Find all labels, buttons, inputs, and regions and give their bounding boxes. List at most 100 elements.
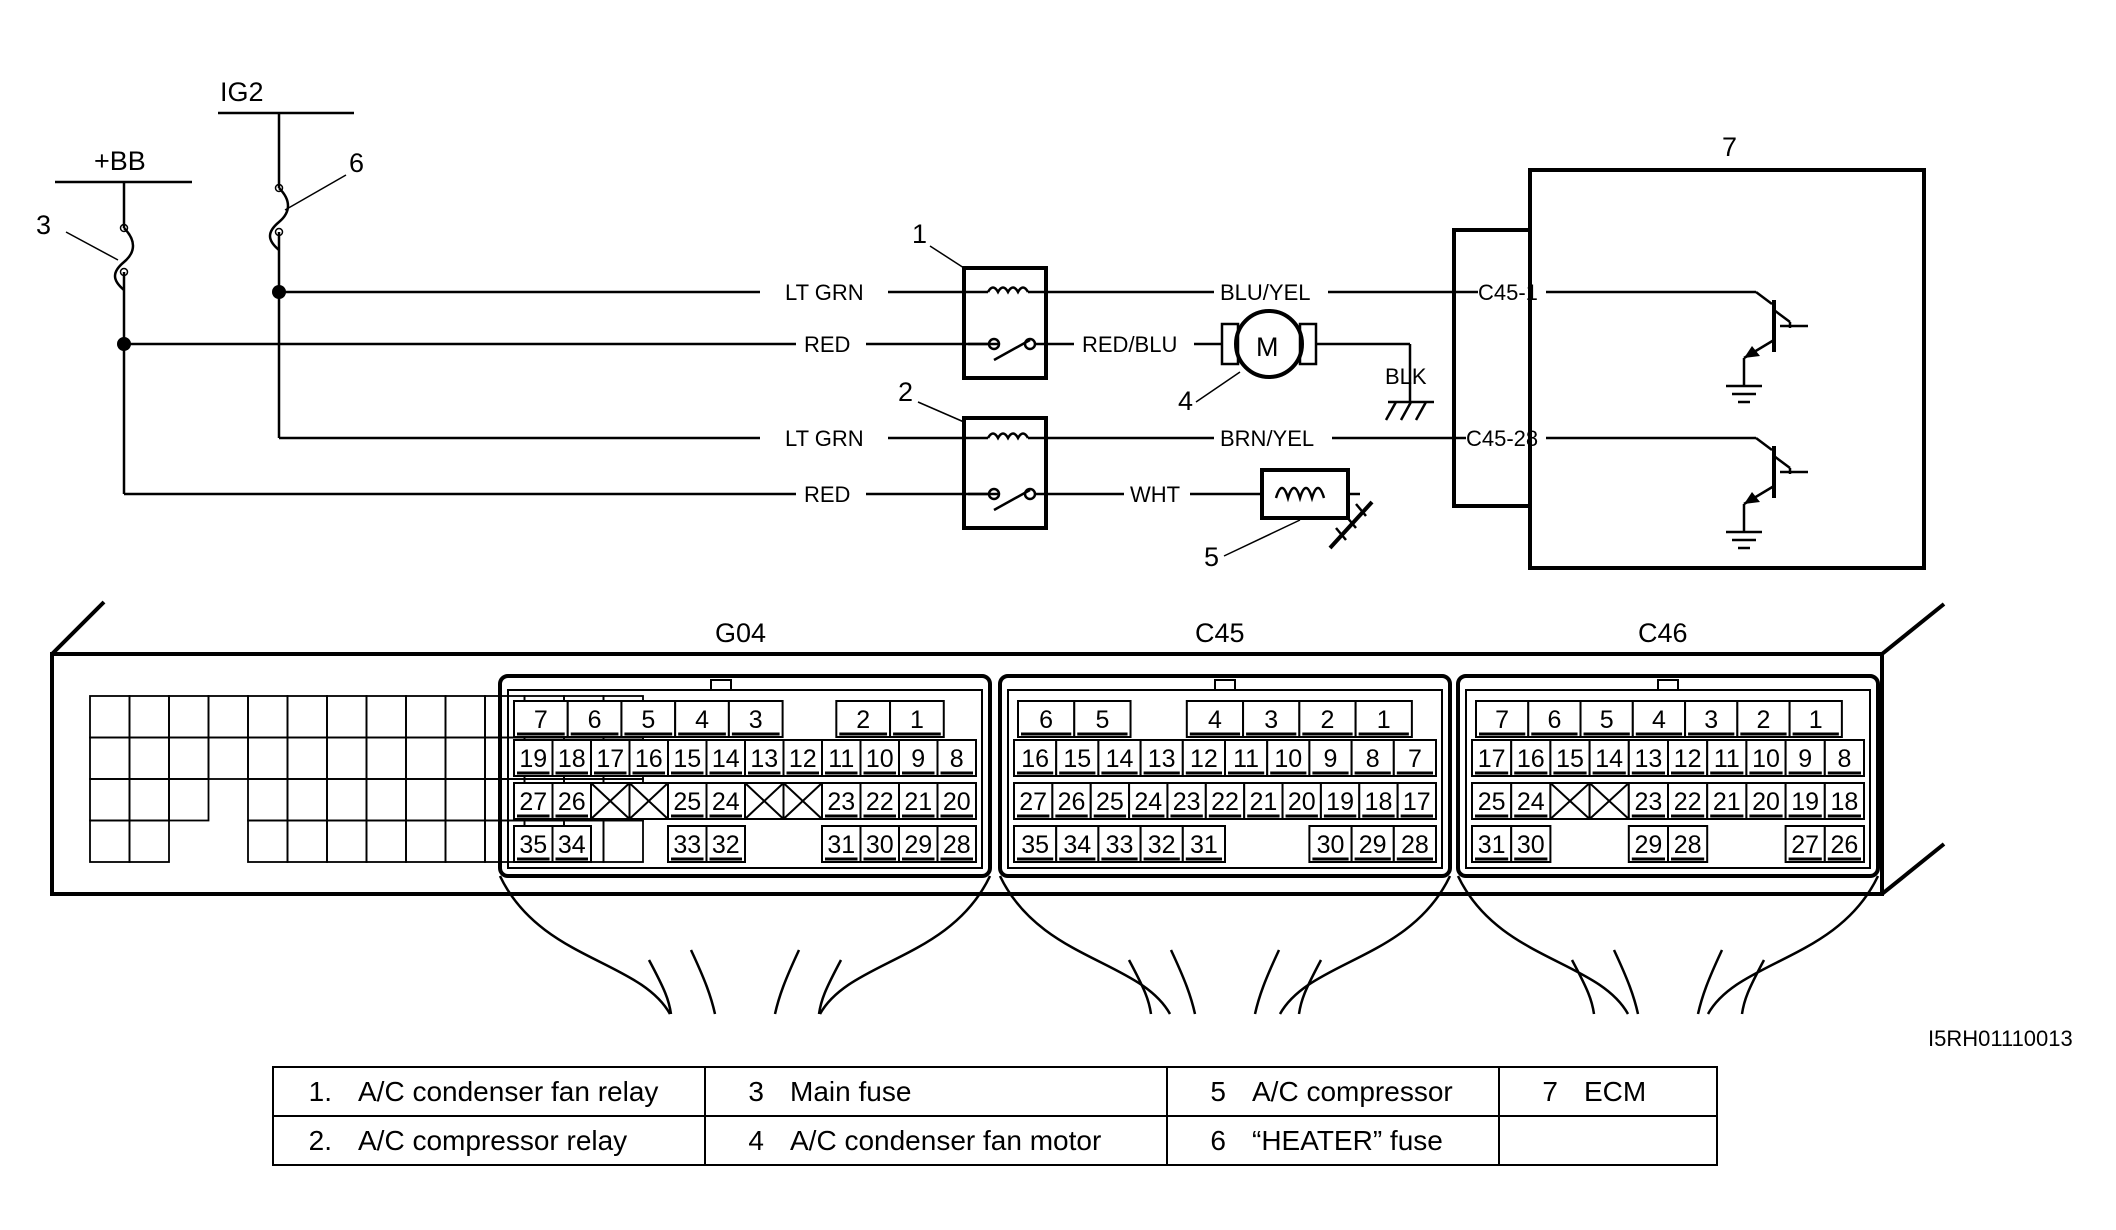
pin-cell	[1308, 825, 1353, 863]
ecm-terminal-c45-28: C45-28	[1466, 426, 1538, 451]
harness-line	[1169, 949, 1197, 1015]
pin-number: 26	[1058, 788, 1086, 816]
connector-shell	[498, 674, 992, 878]
blank-cell	[207, 695, 249, 739]
pin-number: 35	[519, 831, 547, 859]
legend-text: A/C compressor relay	[358, 1124, 628, 1156]
pin-number: 34	[1063, 831, 1091, 859]
pin-number: 29	[1359, 831, 1387, 859]
pin-cell	[821, 739, 862, 777]
pin-number: 10	[1274, 745, 1302, 773]
callout-5: 5	[1204, 542, 1219, 572]
callout-4-leader	[1195, 371, 1241, 403]
pin-cell	[1684, 700, 1739, 738]
blank-cell	[365, 736, 407, 780]
pin-number: 19	[1791, 788, 1819, 816]
pin-cell	[1166, 782, 1207, 820]
pin-number: 27	[519, 788, 547, 816]
callout-6-leader	[284, 174, 347, 211]
wire-label-red-1: RED	[804, 332, 850, 357]
harness-line	[998, 875, 1172, 1015]
pin-number: 1	[910, 706, 924, 734]
wire-label-red-2: RED	[804, 482, 850, 507]
pin-cell	[667, 739, 708, 777]
pin-cell	[1089, 782, 1131, 820]
pin-number: 2	[1321, 706, 1335, 734]
blank-cell	[405, 736, 447, 780]
pin-cell	[705, 739, 746, 777]
callout-5-leader	[1223, 519, 1301, 557]
pin-cell	[1181, 739, 1227, 777]
blank-cell	[405, 695, 447, 739]
pin-number: 29	[904, 831, 932, 859]
pin-cell	[835, 700, 892, 738]
pin-cell	[1627, 782, 1670, 820]
harness-line	[1706, 875, 1880, 1015]
pin-cell	[1475, 700, 1530, 738]
pin-number: 26	[558, 788, 586, 816]
blank-cell	[444, 819, 486, 863]
blank-cell	[326, 819, 368, 863]
pin-number: 3	[749, 706, 763, 734]
pin-number: 16	[1021, 745, 1049, 773]
ig2-label: IG2	[220, 77, 264, 107]
pin-cell	[1823, 825, 1866, 863]
pin-cell	[1588, 739, 1630, 777]
legend-number: 1.	[308, 1075, 332, 1107]
pin-number: 18	[558, 745, 586, 773]
pin-cell	[1051, 782, 1092, 820]
pin-number: 10	[1752, 745, 1780, 773]
pin-cell	[1510, 739, 1552, 777]
pin-number: 1	[1377, 706, 1391, 734]
pin-cell	[1549, 739, 1591, 777]
pin-cell	[628, 739, 669, 777]
main-fuse	[113, 182, 135, 344]
pin-number: 28	[1674, 831, 1702, 859]
pin-cell	[1784, 739, 1826, 777]
connector-inner	[507, 689, 983, 869]
legend-number: 4	[748, 1124, 764, 1156]
callout-7: 7	[1722, 132, 1737, 162]
blank-cell	[89, 819, 131, 863]
pin-number: 18	[1365, 788, 1393, 816]
pin-number: 6	[1039, 706, 1053, 734]
blank-cell	[207, 736, 249, 780]
pin-number: 30	[866, 831, 894, 859]
pin-number: 25	[1478, 788, 1506, 816]
blank-cell	[247, 695, 289, 739]
pin-cell	[1823, 739, 1866, 777]
harness-line	[1740, 959, 1766, 1015]
harness-line	[818, 875, 992, 1015]
pin-cell	[1242, 700, 1301, 738]
wire-label-wht: WHT	[1130, 482, 1180, 507]
pin-number: 13	[1634, 745, 1662, 773]
pin-number: 15	[673, 745, 701, 773]
blocked-pin-mark	[590, 782, 631, 820]
pin-cell	[1667, 825, 1709, 863]
pin-number: 33	[1106, 831, 1134, 859]
blank-cell	[365, 778, 407, 822]
pin-number: 11	[1714, 745, 1740, 773]
pin-number: 22	[1211, 788, 1239, 816]
pin-cell	[898, 739, 939, 777]
pin-number: 5	[1095, 706, 1109, 734]
legend-text: A/C condenser fan relay	[358, 1075, 659, 1107]
pin-number: 14	[712, 745, 740, 773]
pin-cell	[1510, 825, 1552, 863]
pin-number: 16	[635, 745, 663, 773]
pin-cell	[1185, 700, 1245, 738]
blank-cell	[89, 695, 131, 739]
pin-cell	[1139, 825, 1184, 863]
pin-number: 28	[943, 831, 971, 859]
blank-cell	[168, 778, 210, 822]
pin-number: 10	[866, 745, 894, 773]
pin-cell	[1181, 825, 1227, 863]
pin-number: 20	[943, 788, 971, 816]
ground-icon	[1384, 400, 1434, 421]
pin-number: 11	[828, 745, 854, 773]
blank-cell	[365, 819, 407, 863]
legend-number: 7	[1542, 1075, 1558, 1107]
